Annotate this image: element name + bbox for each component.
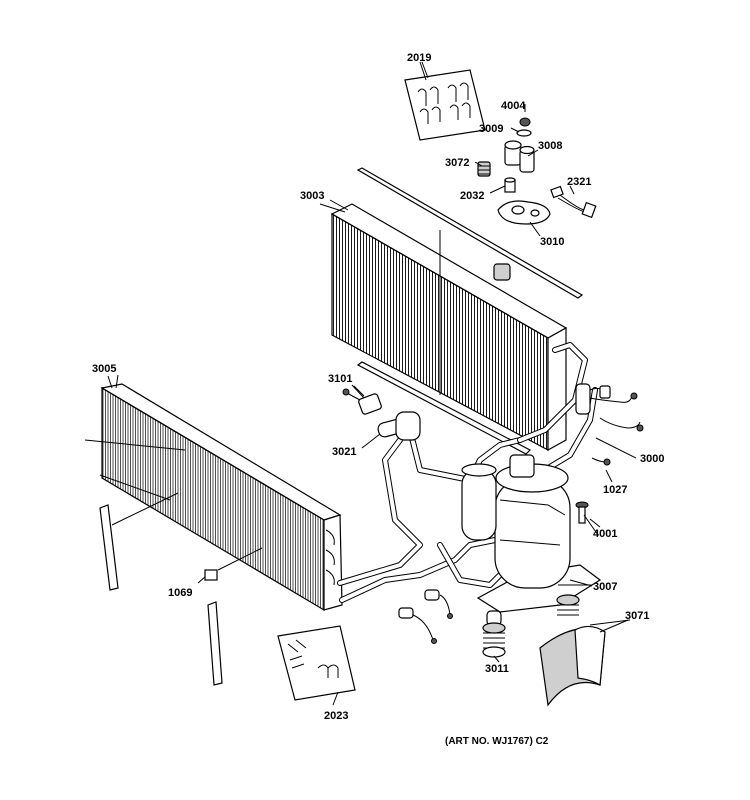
label-2032: 2032 bbox=[460, 190, 484, 202]
label-3000: 3000 bbox=[640, 453, 664, 465]
refrigerant-piping bbox=[337, 342, 598, 603]
art-number-caption: (ART NO. WJ1767) C2 bbox=[445, 736, 549, 747]
label-3010: 3010 bbox=[540, 236, 564, 248]
label-3101: 3101 bbox=[328, 373, 352, 385]
kit-2023 bbox=[277, 625, 356, 706]
label-3072: 3072 bbox=[445, 157, 469, 169]
screw-4001 bbox=[575, 501, 601, 528]
condenser-coil-3003 bbox=[319, 203, 568, 452]
top-panel-strip bbox=[356, 167, 584, 299]
label-1027: 1027 bbox=[603, 484, 627, 496]
leader-lines bbox=[107, 61, 629, 633]
label-3009: 3009 bbox=[479, 123, 503, 135]
harness-3000 bbox=[575, 383, 644, 459]
label-3008: 3008 bbox=[538, 140, 562, 152]
clip-1069 bbox=[197, 547, 263, 584]
label-2321: 2321 bbox=[567, 176, 591, 188]
lower-panel-strip bbox=[356, 361, 532, 455]
label-4001: 4001 bbox=[593, 528, 617, 540]
compressor-wrap-3071 bbox=[539, 619, 631, 707]
clip-1027 bbox=[591, 457, 613, 483]
part-3101 bbox=[342, 384, 382, 415]
label-3005: 3005 bbox=[92, 363, 116, 375]
small-fittings bbox=[398, 589, 453, 644]
side-brackets bbox=[99, 504, 223, 686]
label-3003: 3003 bbox=[300, 190, 324, 202]
label-2023: 2023 bbox=[324, 710, 348, 722]
evaporator-coil-3005 bbox=[84, 374, 343, 612]
label-3021: 3021 bbox=[332, 446, 356, 458]
label-2019: 2019 bbox=[407, 52, 431, 64]
kit-2019 bbox=[404, 61, 486, 141]
label-3007: 3007 bbox=[593, 581, 617, 593]
label-4004: 4004 bbox=[501, 100, 526, 112]
wire-harness-2321 bbox=[550, 185, 597, 219]
label-3071: 3071 bbox=[625, 610, 649, 622]
capacitor-assembly bbox=[474, 104, 551, 237]
compressor-3007 bbox=[461, 454, 602, 613]
grommets-3011 bbox=[482, 594, 580, 663]
label-1069: 1069 bbox=[168, 587, 192, 599]
label-3011: 3011 bbox=[485, 663, 509, 675]
